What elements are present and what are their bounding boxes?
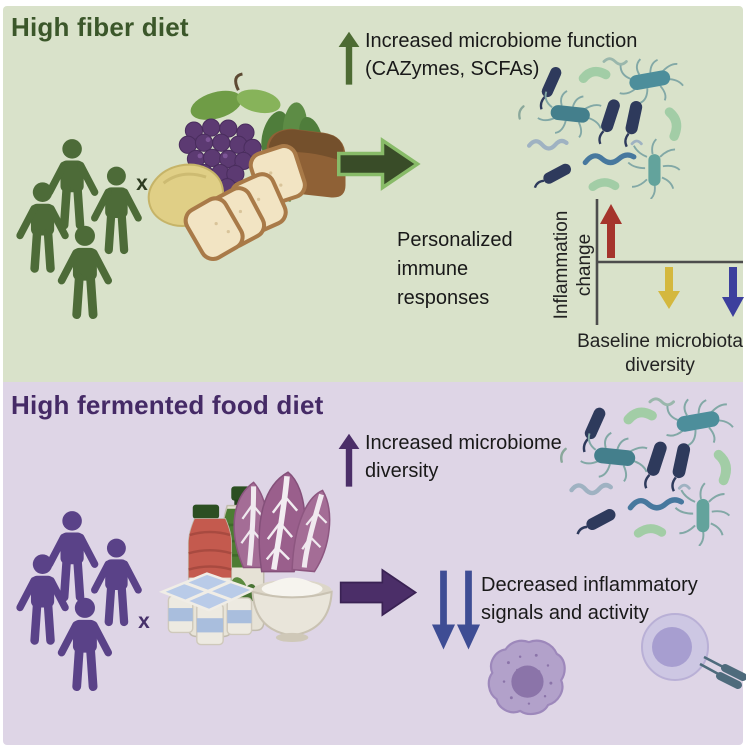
fiber-panel-title: High fiber diet [11,12,189,42]
personalized-immune-note: Personalized immune responses [397,229,513,309]
multiply-label: x [138,610,150,633]
up-arrow-icon [337,428,361,494]
lymphocyte-cell-icon [641,613,746,689]
chart-up-arrow-red [600,204,622,258]
chart-down-arrow-yellow [658,267,680,309]
inflammatory-signals-note: Decreased inflammatory signals and activ… [481,574,698,624]
radicchio-icon [233,471,331,573]
right-arrow-icon [339,568,418,617]
bacteria-cluster-icon [555,394,743,546]
people-group-icon [11,138,146,330]
yogurt-bowl-icon [251,577,333,643]
multiply-label: x [136,172,148,195]
microbiome-function-note: Increased microbiome function (CAZymes, … [365,30,638,80]
bacteria-cluster-icon [513,54,693,199]
fermented-panel-title: High fermented food diet [11,390,324,420]
inflammation-chart [595,199,744,325]
fiber-panel: High fiber diet Increased microbiome fun… [3,6,744,382]
fermented-foods-illustration [158,471,333,646]
macrophage-cell-icon [487,639,566,716]
bread-icon [183,128,346,261]
right-arrow-icon [337,137,421,191]
chart-down-arrow-blue [722,267,744,317]
chart-y-axis-label: Inflammation change [551,210,596,320]
cell-receptor-icon [699,655,746,689]
microbiome-diversity-note: Increased microbiome diversity [365,432,562,482]
yogurt-pack-icon [158,572,257,646]
fermented-panel: High fermented food diet Increased micro… [3,382,746,745]
fiber-foods-illustration [147,72,346,261]
people-group-icon [11,510,146,702]
chart-x-axis-label: Baseline microbiota diversity [577,331,743,376]
grapes-icon [178,72,281,210]
double-down-arrow-icon [431,570,481,650]
